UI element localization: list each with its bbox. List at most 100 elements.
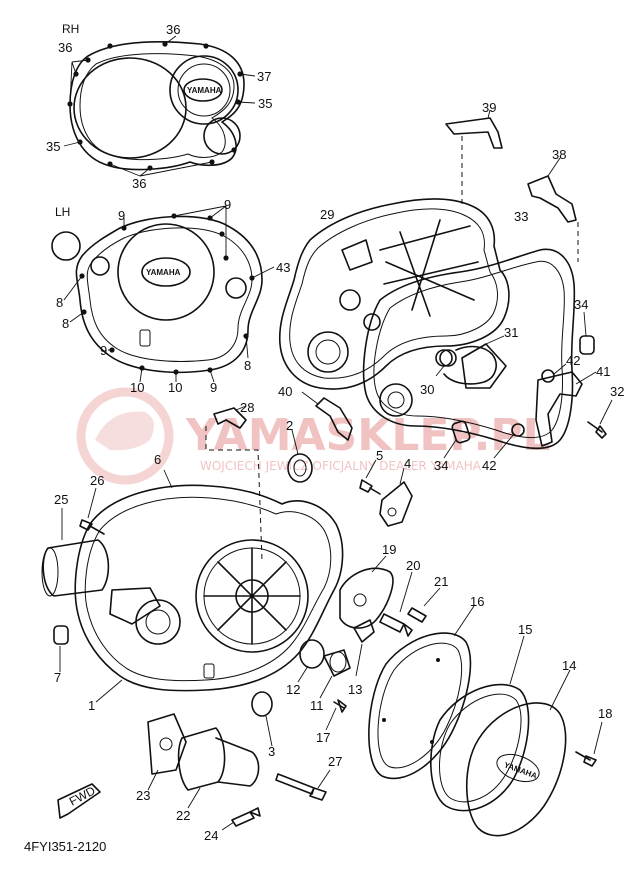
bolt-26 [79,487,105,535]
screw-18 [575,721,603,767]
starter-motor-25 [41,508,110,597]
callout-label: 32 [610,384,624,399]
clamp-4 [379,467,413,527]
callout-label: 34 [574,297,588,312]
gasket-16 [368,605,475,780]
callout-label: 11 [310,698,324,713]
callout-label: 17 [316,730,330,745]
watermark-text-main: YAMASKLEP.PL [185,410,551,461]
cover-19 [339,555,394,629]
callout-label: 27 [328,754,342,769]
callout-label: 3 [268,744,275,759]
watermark-text-sub: WOJCIECH JEWICZ OFICJALNY DEALER YAMAHA [200,459,482,473]
bolt-20 [379,571,413,637]
callout-label: 28 [240,400,254,415]
collar-3 [251,691,273,747]
callout-label: 37 [257,69,271,84]
callout-label: 9 [100,343,107,358]
bolt-5 [359,459,381,495]
bearing-30 [435,349,453,377]
oil-pump-cover-33 [362,248,576,450]
crankcase-cover-6 [74,469,344,692]
callout-label: 15 [518,622,532,637]
lever-41 [535,371,597,447]
dowel-34b [443,420,471,459]
rh-label: RH [62,22,79,36]
callout-label: 35 [258,96,272,111]
rh-cover-gasket: YAMAHA [63,35,256,177]
diagram-code: 4FYI351-2120 [24,839,106,854]
oring-42b [493,423,525,459]
callout-label: 1 [88,698,95,713]
callout-label: 34 [434,458,448,473]
dealer-watermark: YAMASKLEP.PL WOJCIECH JEWICZ OFICJALNY D… [76,387,551,485]
callout-label: 24 [204,828,218,843]
callout-label: 18 [598,706,612,721]
dowel-34a [579,311,595,355]
starter-clutch-23 [147,713,187,791]
watermark-logo [76,387,174,485]
callout-label: 9 [118,208,125,223]
callout-label: 41 [596,364,610,379]
callout-label: 31 [504,325,518,340]
plate-31 [461,335,507,389]
callout-label: 19 [382,542,396,557]
plug-11 [319,649,351,699]
inner-crankcase-cover [278,198,510,390]
callout-numbers: 36 36 37 35 35 36 9 9 43 8 8 9 8 10 10 9… [46,22,624,843]
callout-label: 8 [244,358,251,373]
lh-cover-gasket: YAMAHA [51,205,275,383]
callout-label: 36 [58,40,72,55]
bolt-21 [407,587,441,623]
outer-cover-14: YAMAHA [465,669,571,837]
callout-label: 38 [552,147,566,162]
oring-12 [297,639,325,683]
callout-label: 29 [320,207,334,222]
cover-plate-15 [430,635,530,812]
bracket-38 [527,157,579,262]
callout-label: 6 [154,452,161,467]
callout-label: 36 [166,22,180,37]
bracket-40 [301,391,353,441]
callout-label: 23 [136,788,150,803]
callout-label: 4 [404,456,411,471]
callout-label: 8 [56,295,63,310]
bracket-13 [353,619,375,677]
yamaha-brand-text: YAMAHA [187,86,222,95]
bolt-27 [275,769,331,801]
bolt-17 [325,699,347,731]
small-parts-right [435,311,613,459]
clip-28 [205,405,263,561]
callout-label: 10 [130,380,144,395]
callout-label: 5 [376,448,383,463]
callout-label: 25 [54,492,68,507]
fwd-arrow-icon [57,783,101,819]
callout-label: 9 [224,197,231,212]
callout-label: 36 [132,176,146,191]
bolt-24 [221,807,261,831]
callout-label: 42 [566,353,580,368]
callout-label: 30 [420,382,434,397]
callout-label: 33 [514,209,528,224]
callout-label: 39 [482,100,496,115]
callout-label: 35 [46,139,60,154]
dowel-7 [53,625,69,672]
callout-label: 16 [470,594,484,609]
callout-label: 42 [482,458,496,473]
callout-label: 13 [348,682,362,697]
callout-label: 20 [406,558,420,573]
callout-label: 22 [176,808,190,823]
leader-1 [95,679,123,703]
callout-label: 7 [54,670,61,685]
callout-label: 43 [276,260,290,275]
callout-label: 40 [278,384,292,399]
starter-motor-22 [177,727,260,809]
yamaha-brand-text: YAMAHA [146,268,181,277]
callout-label: 8 [62,316,69,331]
callout-label: 26 [90,473,104,488]
callout-label: 10 [168,380,182,395]
bolt-32 [587,399,613,439]
callout-label: 9 [210,380,217,395]
